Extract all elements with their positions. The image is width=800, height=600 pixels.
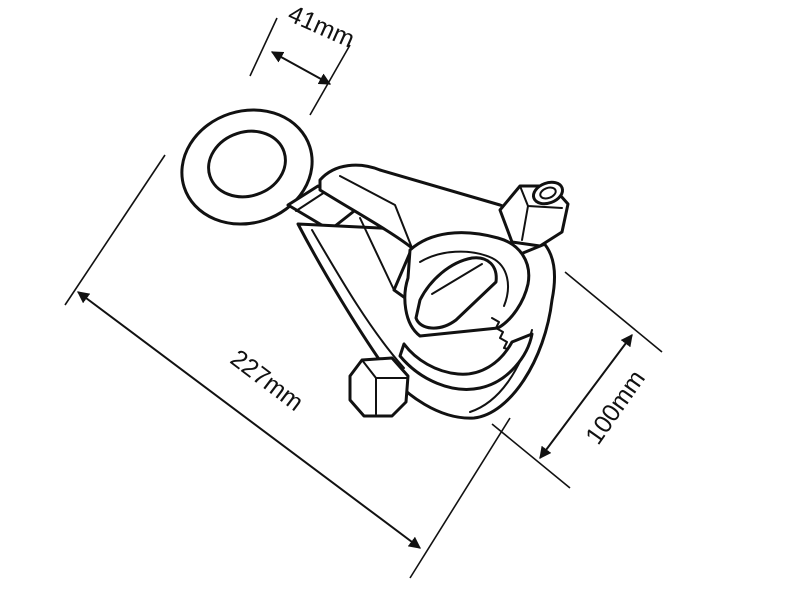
dimension-41mm: 41mm [249,0,359,116]
clamp-lower-lip [398,332,534,391]
top-bolt [498,180,570,248]
extension-line-100-top [564,271,663,353]
dimension-label-100mm: 100mm [580,365,651,449]
side-hex-bolt [348,356,410,418]
extension-line-227-bottom [409,417,511,579]
dimension-arrow-227 [77,291,421,549]
dimension-label-227mm: 227mm [225,344,308,417]
extension-line-100-bottom [491,423,571,489]
dimension-arrow-41 [270,51,332,85]
pull-clamp-illustration [180,108,570,420]
jaw-slot [403,231,531,351]
dimension-arrow-100 [539,334,633,459]
extension-line-227-top [64,154,166,306]
pull-ring [180,108,314,226]
dimension-label-41mm: 41mm [284,0,359,54]
extension-line-41-right [309,44,351,116]
extension-line-41-left [249,17,278,77]
